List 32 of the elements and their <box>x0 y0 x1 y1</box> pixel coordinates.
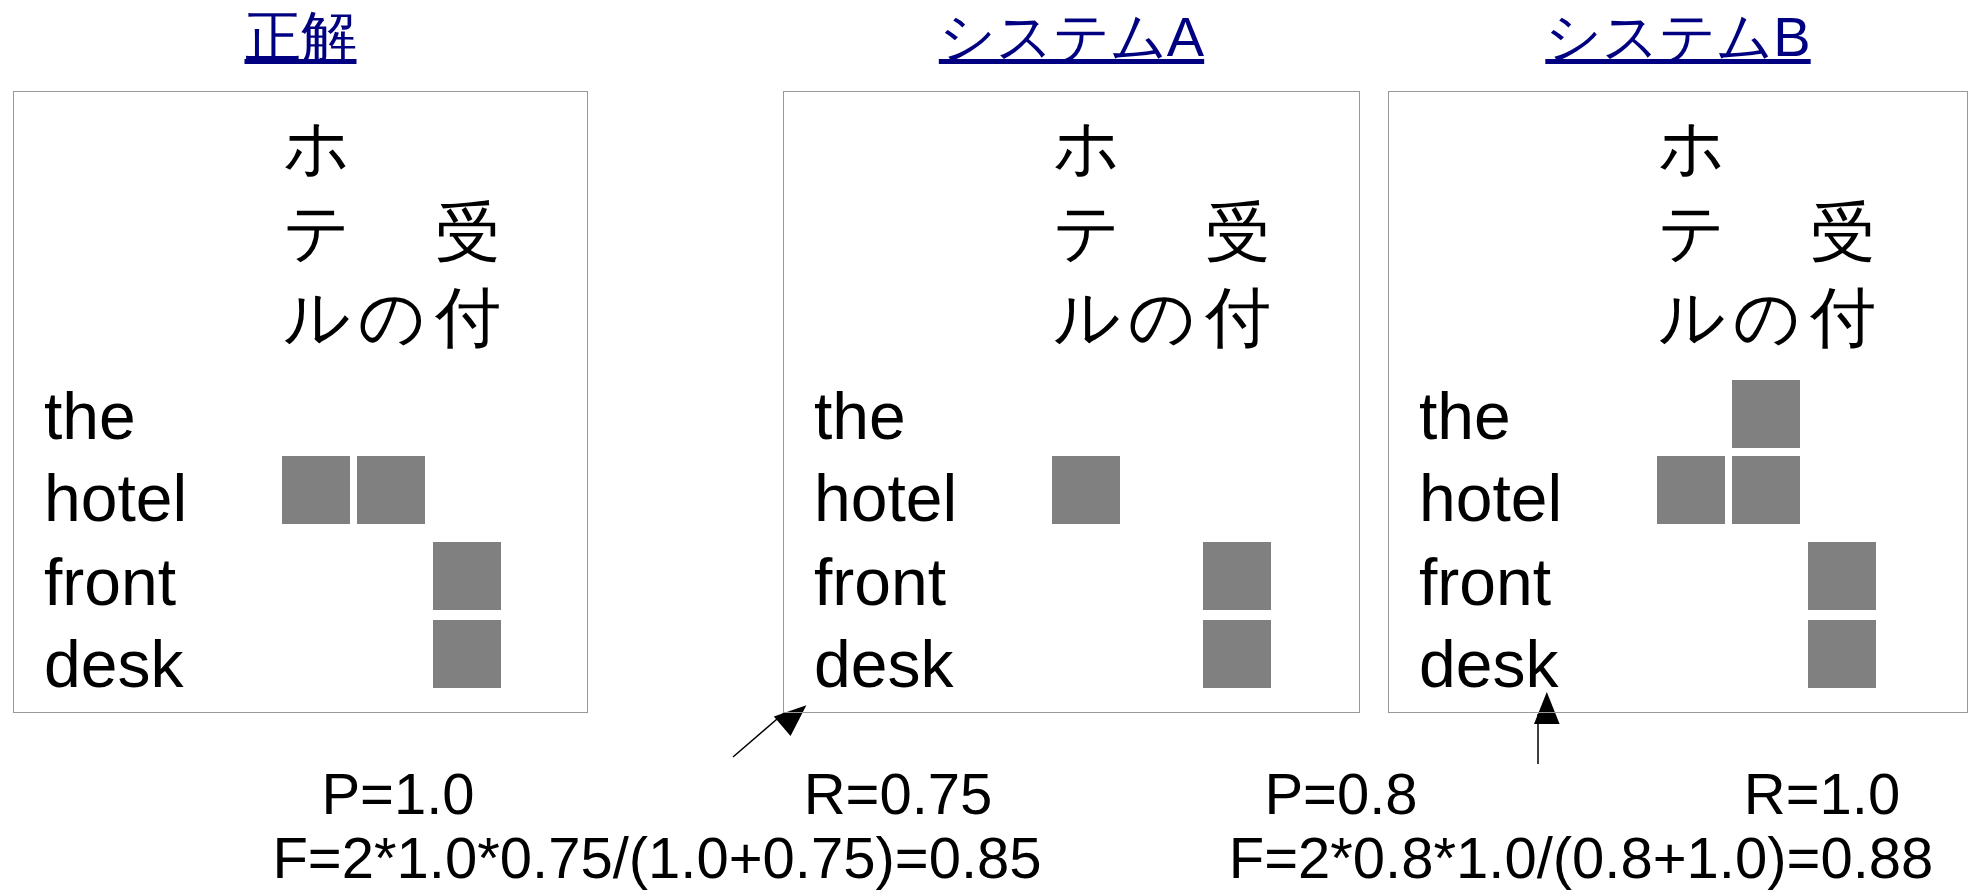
column-word: ホテル <box>1657 108 1727 358</box>
column-word: 受付 <box>1204 193 1272 358</box>
column-word: の <box>1732 278 1802 358</box>
column-word: 受付 <box>434 193 502 358</box>
row-word: hotel <box>44 460 188 536</box>
column-word: の <box>357 278 427 358</box>
row-word: desk <box>44 626 184 702</box>
score-text: P=0.8 <box>1264 762 1418 826</box>
column-word: の <box>1127 278 1197 358</box>
box-title: 正解 <box>244 5 357 68</box>
row-word: front <box>1419 544 1552 620</box>
score-text: F=2*0.8*1.0/(0.8+1.0)=0.88 <box>1228 826 1934 890</box>
row-word: front <box>44 544 177 620</box>
row-word: the <box>44 378 136 454</box>
box-title: システムB <box>1545 5 1811 68</box>
arrow <box>1534 692 1560 765</box>
row-word: the <box>1419 378 1511 454</box>
box-title: システムA <box>938 5 1205 68</box>
row-word: hotel <box>1419 460 1563 536</box>
row-word: desk <box>814 626 954 702</box>
score-text: R=1.0 <box>1743 762 1901 826</box>
score-text: F=2*1.0*0.75/(1.0+0.75)=0.85 <box>272 826 1042 890</box>
score-text: R=0.75 <box>803 762 993 826</box>
score-text: P=1.0 <box>321 762 475 826</box>
row-word: the <box>814 378 906 454</box>
row-word: hotel <box>814 460 958 536</box>
column-word: ホテル <box>1052 108 1122 358</box>
arrow <box>732 705 807 758</box>
row-word: desk <box>1419 626 1559 702</box>
column-word: 受付 <box>1809 193 1877 358</box>
row-word: front <box>814 544 947 620</box>
column-word: ホテル <box>282 108 352 358</box>
